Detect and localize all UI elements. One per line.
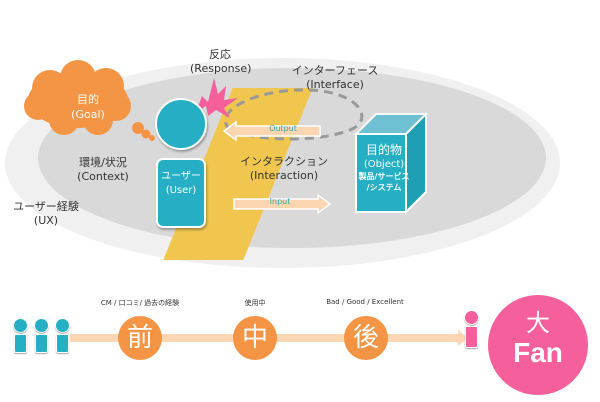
- user-head-icon: [155, 98, 207, 150]
- output-label: Output: [269, 124, 297, 133]
- user-label: ユーザー (User): [156, 170, 206, 198]
- ux-label: ユーザー経験 (UX): [4, 200, 88, 228]
- timeline-arrowhead-icon: [458, 330, 468, 346]
- interaction-en: (Interaction): [249, 169, 319, 182]
- user-en: (User): [165, 185, 197, 196]
- stage-during-circle: 中: [233, 316, 277, 360]
- interaction-jp: インタラクション: [240, 155, 328, 168]
- ux-jp: ユーザー経験: [13, 200, 79, 213]
- response-burst-icon: [196, 78, 238, 118]
- goal-en: (Goal): [71, 108, 105, 121]
- context-label: 環境/状況 (Context): [68, 156, 138, 184]
- object-line4: /システム: [366, 183, 402, 192]
- big-fan-text: Fan: [513, 337, 563, 368]
- interface-en: (Interface): [306, 78, 364, 91]
- input-label: Input: [269, 197, 291, 206]
- object-cube-icon: [353, 111, 428, 215]
- context-en: (Context): [77, 170, 129, 183]
- stage-during-label: 使用中: [244, 299, 266, 307]
- stage-before-circle: 前: [118, 316, 162, 360]
- response-jp: 反応: [209, 48, 231, 61]
- goal-cloud-icon: [24, 60, 155, 141]
- user-jp: ユーザー: [161, 171, 201, 182]
- user-body-icon: [156, 158, 206, 228]
- object-en: (Object): [363, 159, 405, 170]
- stage-after-circle: 後: [344, 316, 388, 360]
- stage-before-label: CM / 口コミ/ 過去の経験: [100, 299, 180, 307]
- input-arrow-icon: [233, 193, 332, 215]
- interface-label: インターフェース (Interface): [285, 64, 385, 92]
- ux-en: (UX): [33, 214, 59, 227]
- output-arrow-icon: [222, 120, 321, 142]
- context-jp: 環境/状況: [79, 156, 127, 169]
- big-fan-kanji: 大: [526, 309, 550, 337]
- object-line3: 製品/サービス: [358, 172, 410, 181]
- interface-jp: インターフェース: [291, 64, 379, 77]
- object-jp: 目的物: [365, 143, 402, 157]
- stage-after-label: Bad / Good / Excellent: [326, 298, 404, 306]
- big-fan-circle: 大 Fan: [488, 295, 588, 395]
- response-label: 反応 (Response): [190, 48, 252, 76]
- object-label: 目的物 (Object) 製品/サービス /システム: [354, 142, 414, 193]
- goal-label: 目的 (Goal): [48, 92, 128, 122]
- interaction-label: インタラクション (Interaction): [234, 155, 334, 183]
- response-en: (Response): [190, 62, 252, 75]
- goal-jp: 目的: [77, 93, 99, 106]
- feedback-loop-icon: [224, 88, 364, 141]
